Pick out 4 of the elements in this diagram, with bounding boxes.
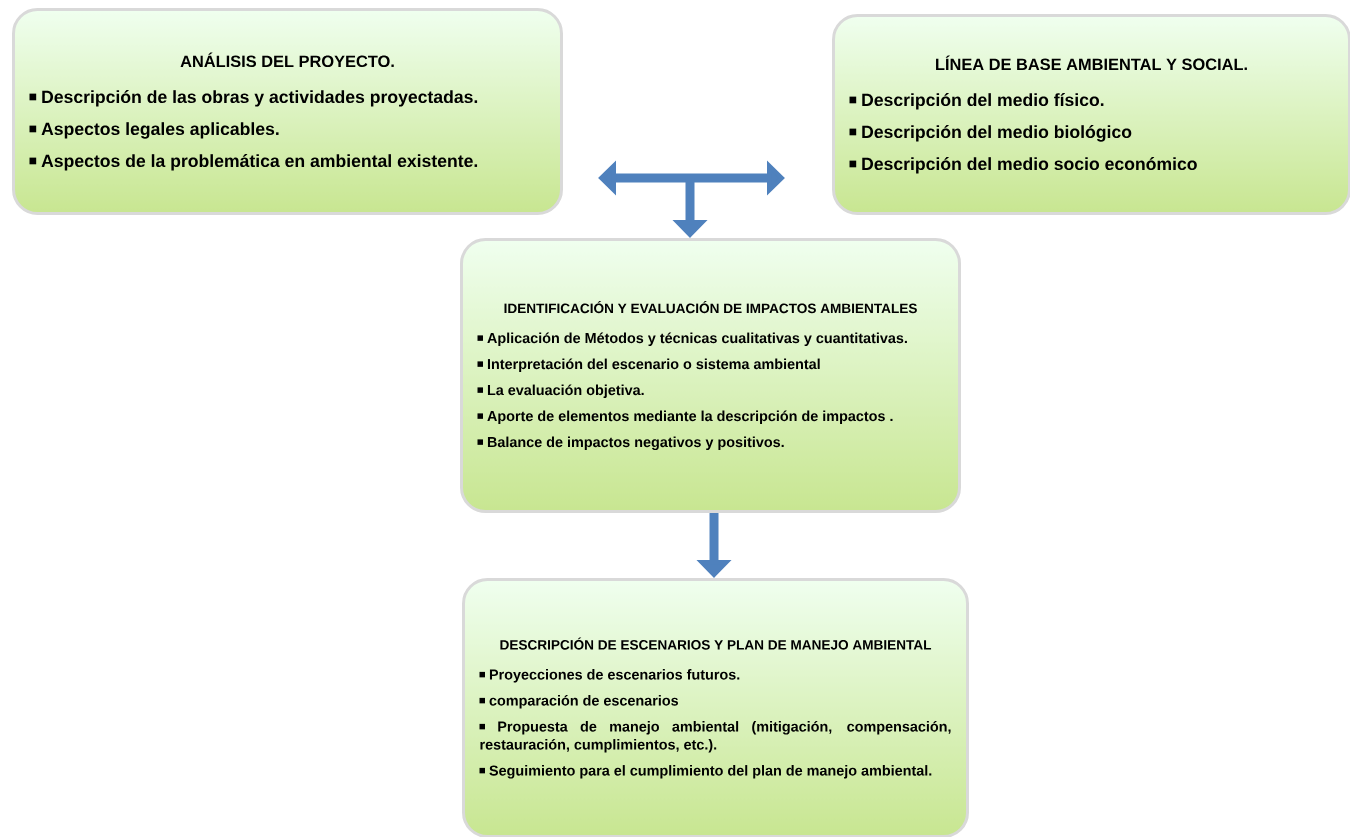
process-box: LÍNEA DE BASE AMBIENTAL Y SOCIAL. Descripción del medio físico. Descripción del medio biológico Descripción del medio socio económico (832, 14, 1350, 215)
process-box: IDENTIFICACIÓN Y EVALUACIÓN DE IMPACTOS AMBIENTALES Aplicación de Métodos y técnicas cualitativas y cuantitativas. Interpretación del escenario o sistema ambiental La evaluación objetiva. Aporte de elementos mediante la descripción de impactos . Balance de impactos negativos y positivos. (460, 238, 961, 513)
process-box: DESCRIPCIÓN DE ESCENARIOS Y PLAN DE MANEJO AMBIENTAL Proyecciones de escenarios futuros. comparación de escenarios Propuesta de manejo ambiental (mitigación, compensación, restauración, cumplimientos, etc.). Seguimiento para el cumplimiento del plan de manejo ambiental. (462, 578, 969, 837)
process-box: ANÁLISIS DEL PROYECTO. Descripción de las obras y actividades proyectadas. Aspectos legales aplicables. Aspectos de la problemática en ambiental existente. (12, 8, 563, 215)
